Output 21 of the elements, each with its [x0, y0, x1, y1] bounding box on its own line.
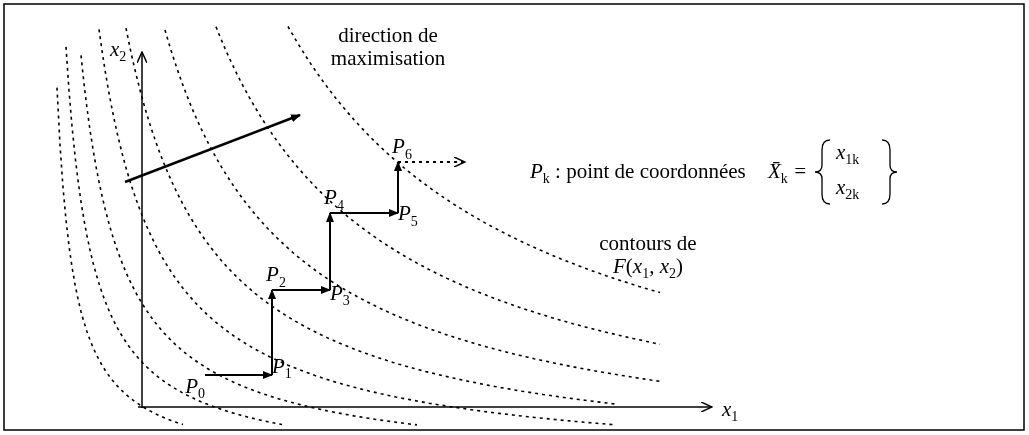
arrow	[204, 371, 273, 379]
vector-component: x$_{2k}$	[836, 176, 860, 203]
point-label: P$_{5}$	[398, 202, 418, 229]
arrow	[271, 286, 331, 294]
legend-text: P$_{k}$ : point de coordonnées	[530, 160, 746, 187]
arrow	[397, 156, 466, 168]
point-label: P$_{4}$	[324, 186, 344, 213]
contour-label: contours de F(x$_{1}$, x$_{2}$)	[598, 232, 698, 282]
direction-label: direction de maximisation	[329, 24, 447, 71]
axis-label: x$_{2}$	[110, 38, 127, 65]
axis-label: x$_{1}$	[722, 398, 739, 425]
arrow	[329, 209, 399, 217]
point-label: P$_{6}$	[392, 135, 412, 162]
point-label: P$_{0}$	[185, 375, 205, 402]
point-label: P$_{3}$	[330, 282, 350, 309]
arrow	[394, 161, 402, 214]
arrow	[268, 289, 276, 376]
point-label: P$_{2}$	[266, 263, 286, 290]
vector-component: x$_{1k}$	[836, 141, 860, 168]
vector-symbol: X̄$_{k}$ =	[768, 160, 808, 187]
arrow	[326, 212, 334, 291]
